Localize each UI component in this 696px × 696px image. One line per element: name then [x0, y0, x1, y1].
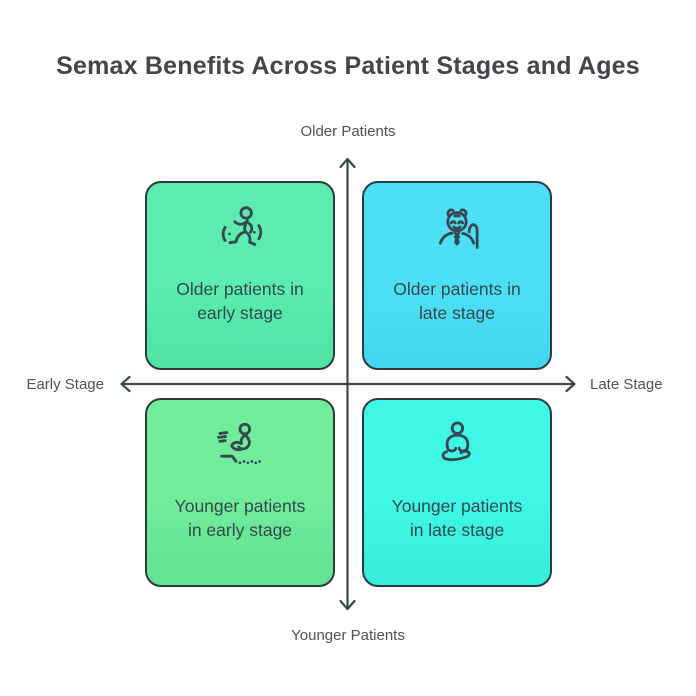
quadrant-label: Younger patients in early stage [147, 494, 333, 542]
quadrant-label-line1: Younger patients [174, 496, 306, 516]
axis-label-late-stage: Late Stage [590, 376, 663, 393]
quadrant-label-line2: in early stage [187, 520, 293, 540]
quadrant-label-line2: late stage [419, 303, 495, 323]
arrowhead-up-icon [339, 157, 356, 169]
quadrant-label: Older patients in late stage [364, 277, 550, 325]
quadrant-label-line2: in late stage [409, 520, 505, 540]
axis-label-early-stage: Early Stage [26, 376, 104, 393]
quadrant-younger-early: Younger patients in early stage [145, 398, 335, 587]
quadrant-younger-late: Younger patients in late stage [362, 398, 552, 587]
quadrant-label-line1: Younger patients [391, 496, 523, 516]
axis-label-younger-patients: Younger Patients [291, 627, 405, 644]
quadrant-label: Older patients in early stage [147, 277, 333, 325]
arrowhead-down-icon [339, 599, 356, 611]
quadrant-label-line1: Older patients in [176, 279, 304, 299]
axis-label-older-patients: Older Patients [300, 123, 396, 140]
quadrant-older-late: Older patients in late stage [362, 181, 552, 370]
quadrant-label-line1: Older patients in [393, 279, 521, 299]
quadrant-label-line2: early stage [197, 303, 283, 323]
arrowhead-right-icon [565, 375, 576, 393]
elderly-man-icon [429, 202, 485, 258]
quadrant-label: Younger patients in late stage [364, 494, 550, 542]
arrowhead-left-icon [120, 375, 131, 393]
long-jumper-icon [212, 419, 268, 475]
meditating-person-icon [429, 419, 485, 475]
page-title: Semax Benefits Across Patient Stages and… [56, 52, 640, 80]
quadrant-older-early: Older patients in early stage [145, 181, 335, 370]
runner-icon [212, 202, 268, 258]
